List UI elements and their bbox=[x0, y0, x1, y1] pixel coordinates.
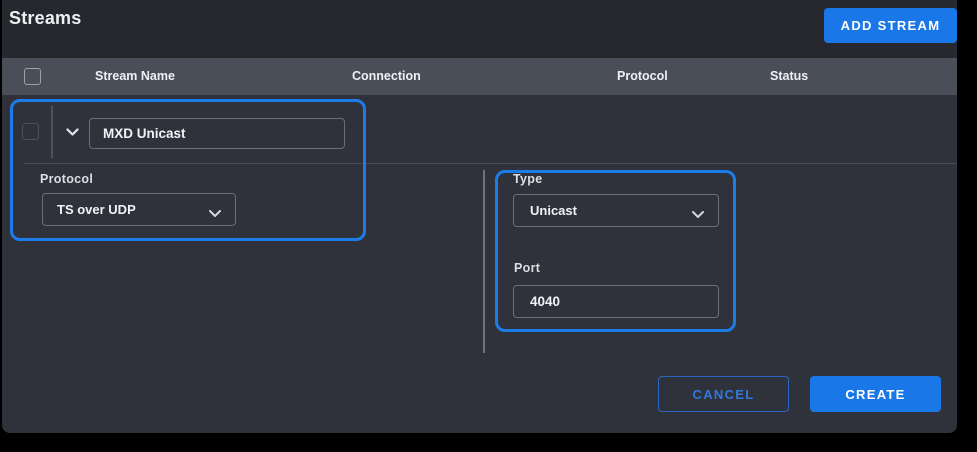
chevron-down-icon bbox=[65, 124, 79, 142]
title-bar: Streams ADD STREAM bbox=[2, 0, 957, 58]
type-select-value: Unicast bbox=[530, 203, 577, 218]
column-header-connection: Connection bbox=[352, 69, 421, 83]
streams-panel: Streams ADD STREAM Stream Name Connectio… bbox=[2, 0, 957, 433]
add-stream-button[interactable]: ADD STREAM bbox=[824, 8, 957, 43]
vertical-divider bbox=[483, 170, 485, 353]
protocol-select[interactable]: TS over UDP bbox=[42, 193, 236, 226]
horizontal-divider bbox=[23, 163, 957, 164]
table-header-row: Stream Name Connection Protocol Status bbox=[2, 58, 957, 95]
protocol-select-value: TS over UDP bbox=[57, 202, 136, 217]
port-field-label: Port bbox=[514, 261, 541, 275]
type-select[interactable]: Unicast bbox=[513, 194, 719, 227]
row-checkbox[interactable] bbox=[22, 123, 39, 140]
protocol-field-label: Protocol bbox=[40, 172, 94, 186]
row-divider bbox=[51, 106, 53, 158]
row-expander-button[interactable] bbox=[62, 124, 82, 142]
chevron-down-icon bbox=[692, 207, 704, 222]
column-header-stream-name: Stream Name bbox=[95, 69, 175, 83]
create-button[interactable]: CREATE bbox=[810, 376, 941, 412]
page-title: Streams bbox=[9, 8, 82, 28]
stream-name-input[interactable] bbox=[89, 118, 345, 149]
column-header-status: Status bbox=[770, 69, 809, 83]
type-field-label: Type bbox=[513, 172, 543, 186]
port-input[interactable] bbox=[513, 285, 719, 318]
column-header-protocol: Protocol bbox=[617, 69, 668, 83]
chevron-down-icon bbox=[209, 206, 221, 221]
cancel-button[interactable]: CANCEL bbox=[658, 376, 789, 412]
select-all-checkbox[interactable] bbox=[24, 68, 41, 85]
